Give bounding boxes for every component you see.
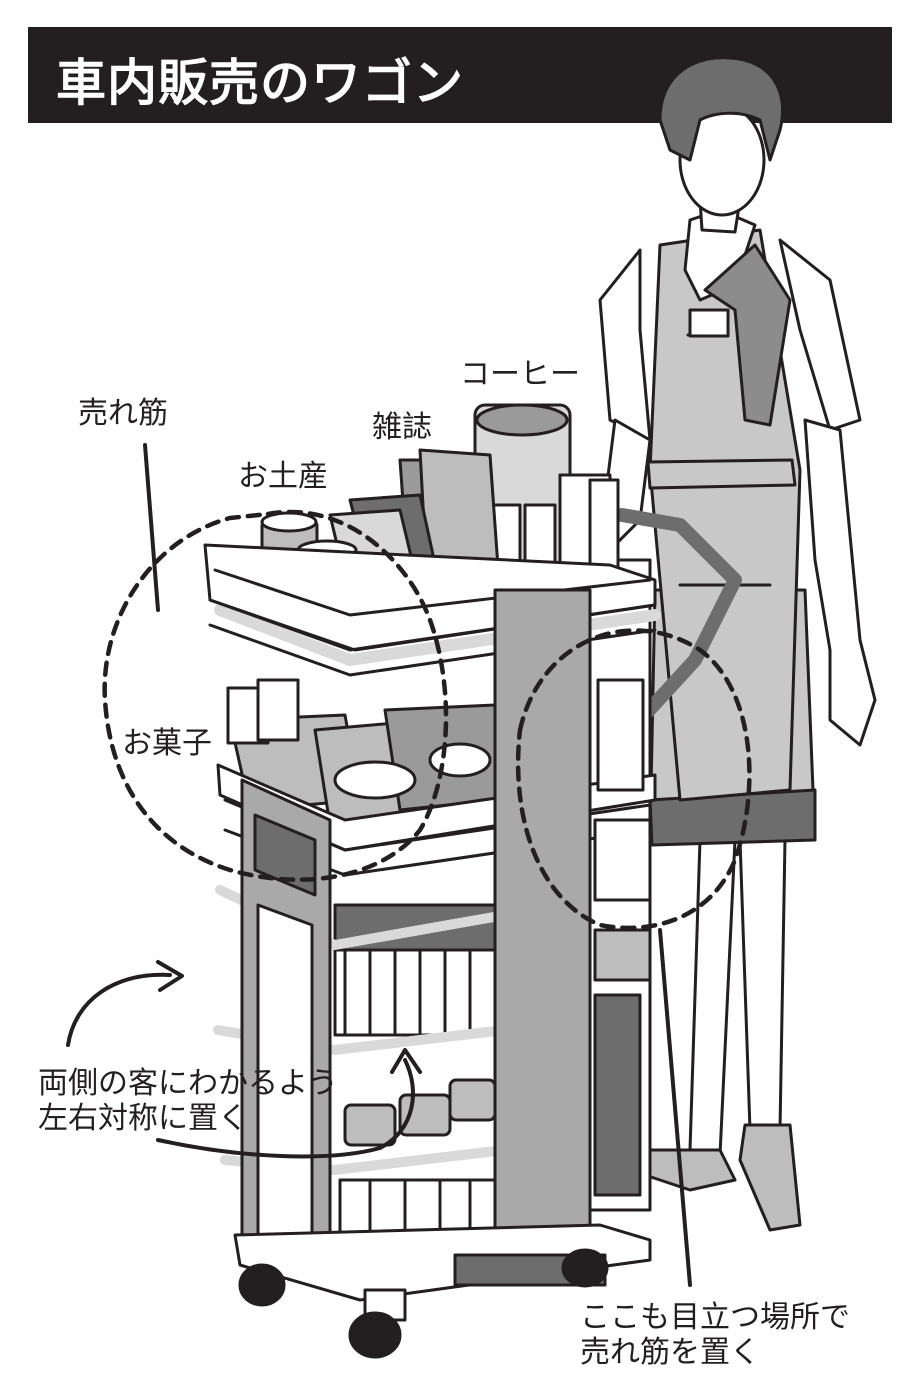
symmetry-arrow-left: [66, 972, 172, 1047]
wheel: [348, 1311, 402, 1359]
bestseller-area-circle-right: [515, 628, 752, 931]
prominent-pointer-line: [658, 928, 692, 1287]
attendant-figure: [573, 56, 877, 1232]
label-prominent-placement: ここも目立つ場所で 売れ筋を置く: [580, 1300, 850, 1371]
label-symmetric-placement: 両側の客にわかるよう 左右対称に置く: [38, 1066, 338, 1137]
wheel: [238, 1263, 286, 1307]
wheel: [561, 1248, 609, 1288]
label-magazine: 雑誌: [372, 410, 432, 445]
label-prominent-line2: 売れ筋を置く: [580, 1335, 760, 1371]
label-coffee: コーヒー: [460, 357, 580, 392]
label-souvenir: お土産: [238, 459, 328, 494]
page-title: 車内販売のワゴン: [56, 54, 464, 112]
label-sweets: お菓子: [122, 726, 212, 761]
label-symmetric-line2: 左右対称に置く: [38, 1101, 248, 1137]
label-prominent-line1: ここも目立つ場所で: [580, 1300, 850, 1335]
annotation-marks: [66, 443, 752, 1287]
symmetry-arrow-center: [156, 1058, 415, 1159]
sales-wagon: [203, 403, 742, 1359]
label-symmetric-line1: 両側の客にわかるよう: [38, 1066, 338, 1101]
center-panel: [493, 588, 592, 1242]
bestseller-area-circle-left: [102, 509, 449, 882]
label-bestseller: 売れ筋: [78, 396, 168, 431]
bestseller-pointer-line: [143, 443, 160, 612]
